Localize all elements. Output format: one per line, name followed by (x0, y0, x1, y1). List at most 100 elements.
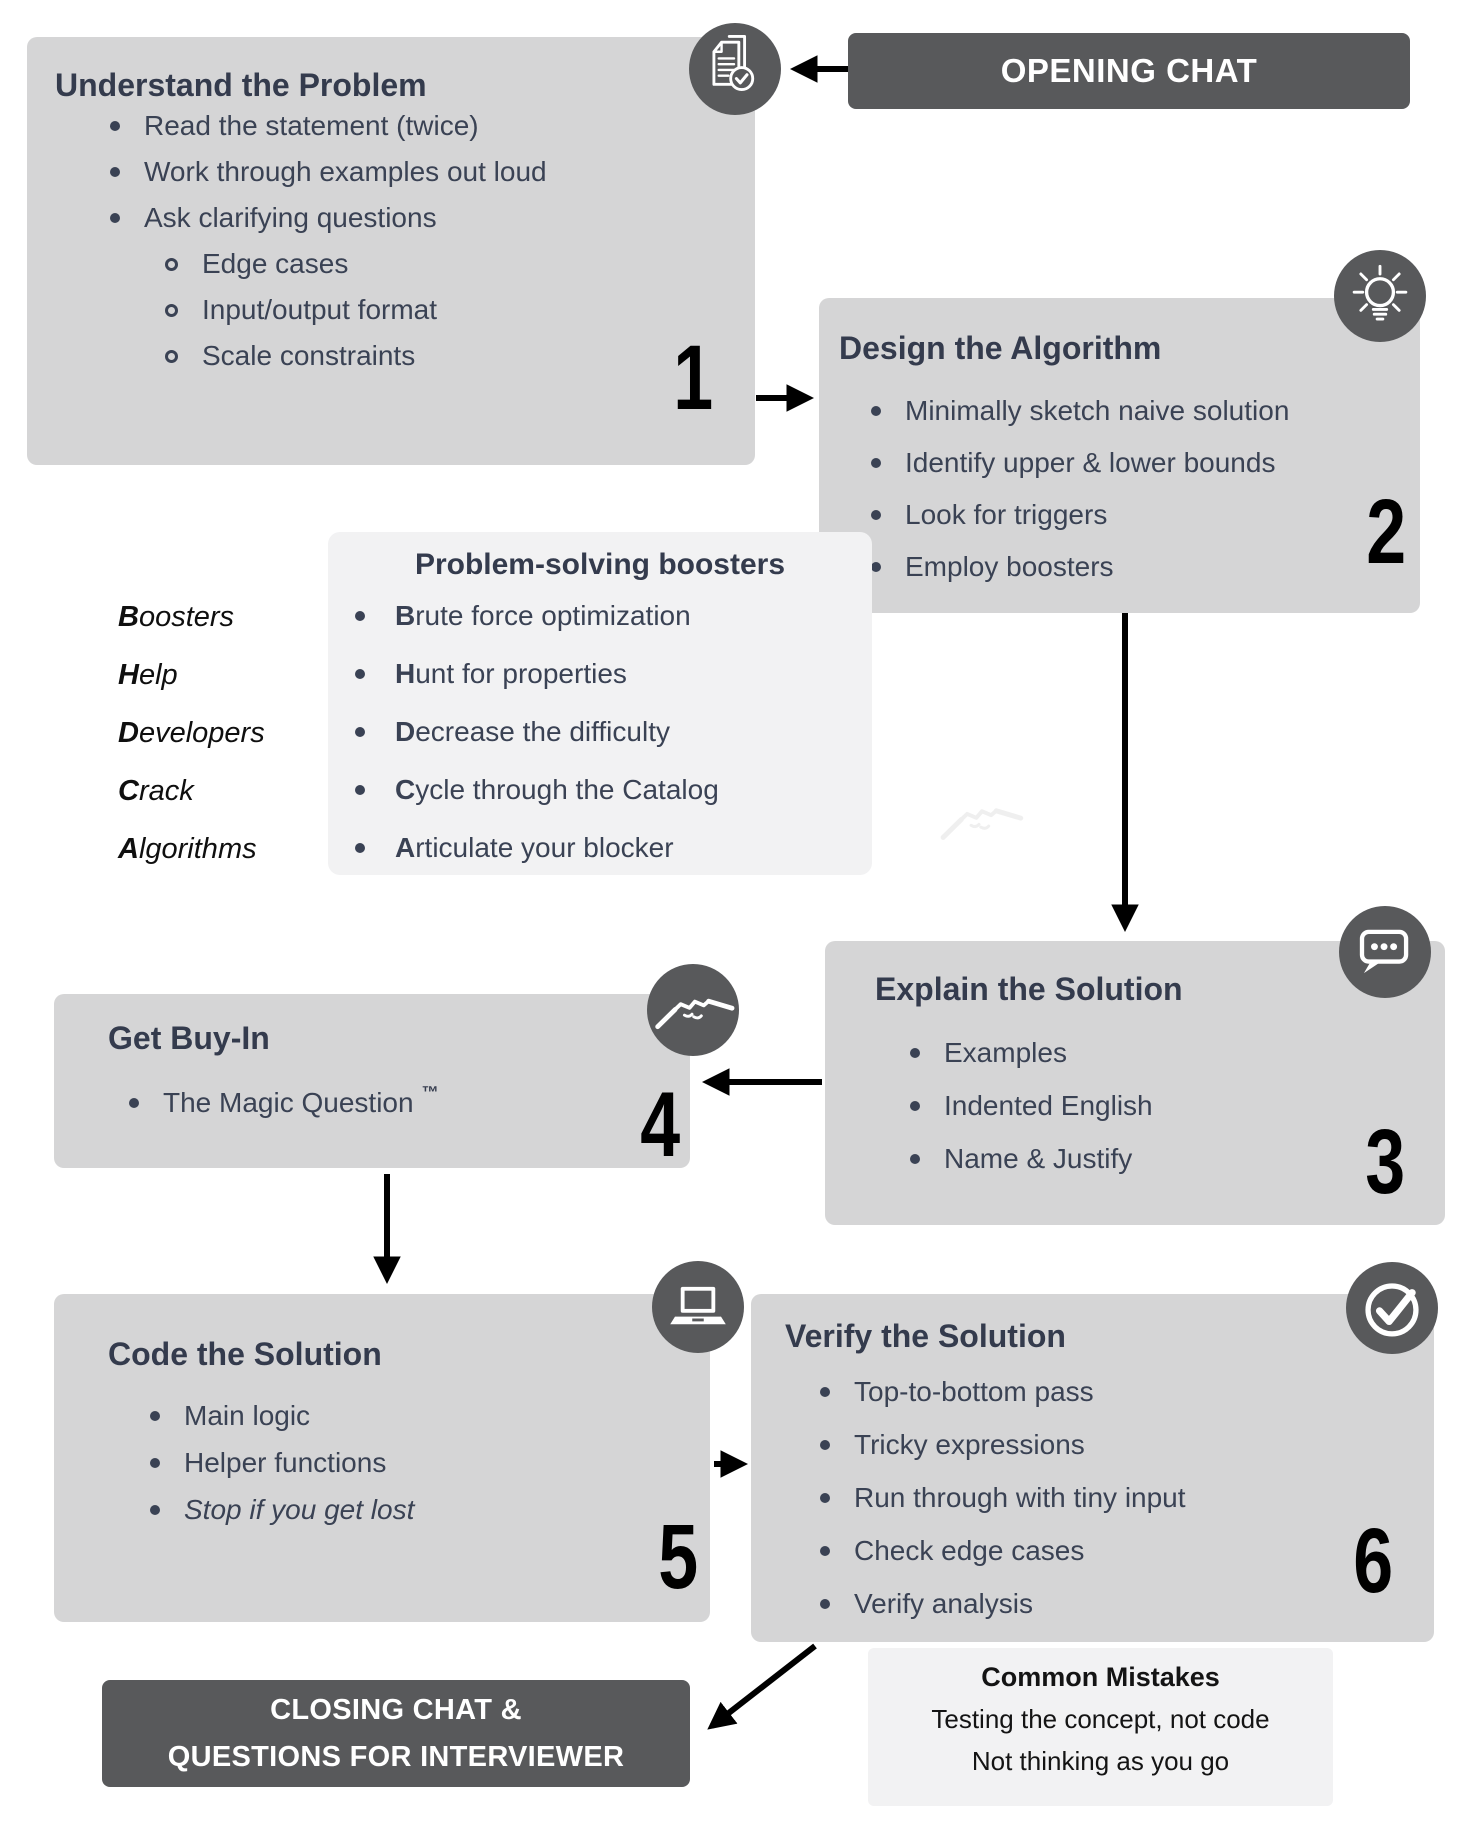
step-box-design: Design the Algorithm Minimally sketch na… (819, 298, 1420, 613)
list-item: Indented English (910, 1079, 1153, 1132)
bullet-text: Verify analysis (854, 1587, 1033, 1619)
bullet-text: The Magic Question (163, 1087, 414, 1118)
step-number: 2 (1366, 481, 1406, 584)
list-item: Input/output format (165, 287, 437, 333)
list-item: Minimally sketch naive solution (871, 385, 1289, 437)
bullet-text: Ask clarifying questions (144, 202, 437, 233)
bullet-text: Indented English (944, 1089, 1153, 1121)
bullet-icon (871, 406, 881, 416)
bullet-text: Check edge cases (854, 1534, 1085, 1566)
list-item: Ask clarifying questions (110, 195, 547, 241)
closing-chat-banner: CLOSING CHAT & QUESTIONS FOR INTERVIEWER (102, 1680, 690, 1787)
list-item: Helper functions (150, 1439, 414, 1486)
bullet-text: Tricky expressions (854, 1428, 1085, 1460)
laptop-icon (652, 1261, 744, 1353)
step-number: 1 (673, 327, 713, 430)
bullet-text: Input/output format (202, 294, 438, 325)
closing-chat-line1: CLOSING CHAT & (270, 1693, 522, 1726)
handshake-watermark (940, 808, 1024, 840)
opening-chat-banner: OPENING CHAT (848, 33, 1410, 109)
bullet-list: Examples Indented English Name & Justify (910, 1026, 1153, 1185)
list-item: Look for triggers (871, 489, 1289, 541)
bullet-icon (910, 1100, 920, 1111)
bullet-icon (820, 1545, 830, 1556)
bullet-icon (150, 1410, 160, 1421)
list-item: Employ boosters (871, 541, 1289, 593)
common-mistakes-panel: Common Mistakes Testing the concept, not… (868, 1648, 1333, 1806)
bullet-list: Main logic Helper functions Stop if you … (150, 1392, 414, 1533)
handshake-icon (647, 964, 739, 1056)
bullet-text: Helper functions (184, 1446, 387, 1478)
list-item: Main logic (150, 1392, 414, 1439)
bullet-icon (150, 1457, 160, 1468)
step-number: 3 (1365, 1111, 1405, 1214)
bullet-text: Articulate your blocker (395, 832, 674, 863)
sub-bullet-icon (165, 349, 178, 363)
list-item: Verify analysis (820, 1577, 1186, 1630)
bullet-text: Edge cases (202, 248, 349, 279)
sub-bullet-list: Edge cases Input/output format Scale con… (165, 241, 437, 379)
list-item: Top-to-bottom pass (820, 1365, 1186, 1418)
bullet-icon (871, 458, 881, 468)
closing-chat-line2: QUESTIONS FOR INTERVIEWER (167, 1740, 625, 1773)
document-check-icon (689, 23, 781, 115)
step-title: Get Buy-In (108, 1020, 270, 1056)
lightbulb-icon (1334, 250, 1426, 342)
check-circle-icon (1346, 1262, 1438, 1354)
bullet-icon (110, 167, 120, 177)
bullet-list: Minimally sketch naive solution Identify… (871, 385, 1289, 593)
bullet-icon (871, 510, 881, 520)
bullet-text: Brute force optimization (395, 600, 691, 631)
bullet-icon (355, 727, 365, 737)
sub-bullet-icon (165, 257, 178, 271)
bullet-text: Look for triggers (905, 499, 1108, 530)
boosters-title: Problem-solving boosters (414, 548, 786, 581)
bullet-text: Name & Justify (944, 1142, 1133, 1174)
bullet-icon (820, 1492, 830, 1503)
arrow-step6-to-closing (707, 1643, 817, 1730)
step-box-understand: Understand the Problem Read the statemen… (27, 37, 755, 465)
bullet-icon (355, 611, 365, 621)
step-title: Design the Algorithm (839, 330, 1162, 366)
bullet-icon (355, 843, 365, 853)
bullet-list: Brute force optimization Hunt for proper… (355, 587, 719, 877)
list-item: Hunt for properties (355, 645, 719, 703)
bullet-icon (110, 121, 120, 131)
list-item: Name & Justify (910, 1132, 1153, 1185)
step-number: 5 (658, 1506, 698, 1609)
boosters-panel: Problem-solving boosters Brute force opt… (328, 532, 872, 875)
bullet-list: Top-to-bottom pass Tricky expressions Ru… (820, 1365, 1186, 1630)
list-item: Cycle through the Catalog (355, 761, 719, 819)
common-mistakes-title: Common Mistakes (981, 1662, 1220, 1692)
bullet-text: Examples (944, 1036, 1067, 1068)
opening-chat-label: OPENING CHAT (1000, 52, 1258, 89)
step-title: Verify the Solution (785, 1318, 1066, 1354)
bullet-text: Scale constraints (202, 340, 416, 371)
bullet-icon (355, 785, 365, 795)
bullet-icon (355, 669, 365, 679)
list-item: Scale constraints (165, 333, 437, 379)
step-number: 4 (640, 1074, 680, 1177)
list-item: Stop if you get lost (150, 1486, 414, 1533)
list-item: Run through with tiny input (820, 1471, 1186, 1524)
list-item: Decrease the difficulty (355, 703, 719, 761)
common-mistakes-line: Testing the concept, not code (931, 1704, 1270, 1734)
bullet-icon (110, 213, 120, 223)
bullet-icon (129, 1098, 139, 1108)
bullet-text: Top-to-bottom pass (854, 1375, 1094, 1407)
step-box-explain: Explain the Solution Examples Indented E… (825, 941, 1445, 1225)
step-title: Code the Solution (108, 1336, 382, 1372)
bullet-icon (910, 1047, 920, 1058)
step-box-code: Code the Solution Main logic Helper func… (54, 1294, 710, 1622)
bullet-icon (150, 1504, 160, 1515)
bullet-text: Stop if you get lost (184, 1493, 415, 1525)
